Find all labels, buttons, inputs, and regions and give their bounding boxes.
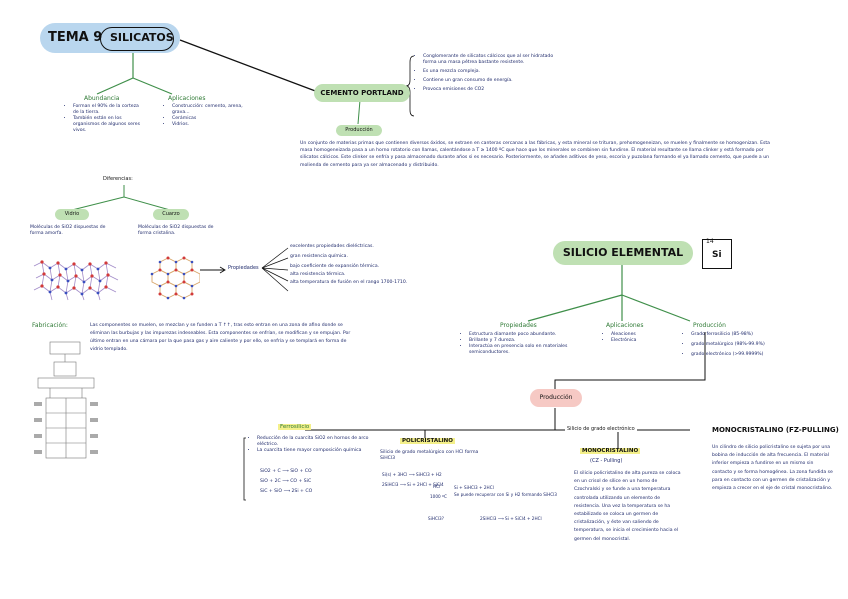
propiedades-item: bajo coeficiente de expansión térmica. <box>290 264 380 270</box>
vidrio-label: Vidrio <box>55 209 89 220</box>
poli-equation: Si + SiHCl3 + 2HCl <box>454 485 494 490</box>
ferrosilicio-label: Ferrosilicio <box>278 424 312 430</box>
ferrosilicio-equations: SiO2 + C ⟶ SiO + CO SiO + 2C ⟶ CO + SiC … <box>260 467 360 497</box>
grado-electronico-label: Silicio de grado electrónico <box>565 426 637 433</box>
cuarzo-label: Cuarzo <box>153 209 189 220</box>
policristalino-hcl: HCl <box>433 484 441 489</box>
glass-furnace-diagram <box>34 341 98 459</box>
monocristalino-cz-sub: (CZ - Pulling) <box>590 458 623 464</box>
aplicaciones-label: Aplicaciones <box>168 95 206 102</box>
poli-equation: Si(s) + 3HCl ⟶ SiHCl3 + H2 <box>382 472 442 477</box>
fabricacion-label: Fabricación: <box>32 322 68 329</box>
aplicaciones-item: Construcción: cemento, arena, grava... <box>172 104 245 116</box>
silicio-element-box <box>702 239 732 269</box>
silicio-z: 14 <box>706 238 714 245</box>
policristalino-side-eq: 2SiHCl3 ⟶ Si + SiCl4 + 2HCl <box>480 516 542 521</box>
title-silicatos-box <box>100 27 174 51</box>
silicio-propiedades-item: Interactúa en presencia solo en material… <box>469 344 587 356</box>
silicio-propiedades-item: Estructura diamante poco abundante. <box>469 332 587 338</box>
ferro-equation: SiO + 2C ⟶ CO + SiC <box>260 479 312 484</box>
propiedades-item: alta temperatura de fusión en el rango 1… <box>290 280 408 286</box>
cemento-item: Conglomerante de silicatos cálcicos que … <box>423 54 566 66</box>
silicio-propiedades-list: Estructura diamante poco abundante. Bril… <box>462 332 587 356</box>
propiedades-item: gran resistencia química. <box>290 254 348 260</box>
cemento-item: Es una mezcla compleja. <box>423 69 566 75</box>
silicio-aplicaciones-label: Aplicaciones <box>606 322 644 329</box>
cemento-produccion-text: Un conjunto de materias primas que conti… <box>300 141 770 168</box>
amorphous-structure-image <box>33 260 119 301</box>
propiedades-item: alta resistencia térmica. <box>290 272 346 278</box>
silicio-produccion-label: Producción <box>693 322 726 329</box>
policristalino-equations: Si(s) + 3HCl ⟶ SiHCl3 + H2 2SiHCl3 ⟶ Si … <box>382 470 472 490</box>
ferrosilicio-item: La cuarcita tiene mayor composición quím… <box>257 448 370 454</box>
silicio-produccion-item: grado metalúrgico (98%-99.9%) <box>691 342 794 348</box>
cemento-title: CEMENTO PORTLAND <box>314 84 410 102</box>
silicio-symbol: Si <box>712 250 722 260</box>
monocristalino-fz-label: MONOCRISTALINO (FZ-PULLING) <box>712 426 839 434</box>
monocristalino-cz-label: MONOCRISTALINO <box>580 448 641 454</box>
produccion-pill: Producción <box>530 389 582 407</box>
silicio-produccion-list: Grado ferrosilicio (85-98%) grado metalú… <box>684 332 794 358</box>
ferro-equation: SiO2 + C ⟶ SiO + CO <box>260 469 312 474</box>
poli-equation: 2SiHCl3 ⟶ Si + 2HCl + SiCl4 <box>382 482 444 487</box>
propiedades-item: excelentes propiedades dieléctricas. <box>290 244 374 249</box>
cemento-item: Contiene un gran consumo de energía. <box>423 78 566 84</box>
abundancia-label: Abundancia <box>84 95 120 102</box>
policristalino-residue: SiHCl3? <box>428 516 444 521</box>
abundancia-item: Forman el 90% de la corteza de la tierra… <box>73 104 146 116</box>
ferro-equation: SiC + SiO ⟶ 2Si + CO <box>260 489 313 494</box>
cuarzo-text: Moléculas de SiO2 dispuestas de forma cr… <box>138 225 214 237</box>
title-tema: TEMA 9 <box>48 30 103 45</box>
diferencias-label: Diferencias: <box>103 176 133 182</box>
propiedades-list: excelentes propiedades dieléctricas. gra… <box>290 244 420 286</box>
policristalino-side: Si + SiHCl3 + 2HCl Se puede recuperar co… <box>454 484 564 498</box>
silicio-produccion-item: Grado ferrosilicio (85-98%) <box>691 332 794 338</box>
silicio-propiedades-label: Propiedades <box>500 322 537 329</box>
abundancia-list: Forman el 90% de la corteza de la tierra… <box>66 104 146 134</box>
cemento-produccion-label: Producción <box>336 125 382 136</box>
monocristalino-fz-text: Un cilindro de silicio policristalino se… <box>712 445 833 492</box>
poli-note: Se puede recuperar con Si y H2 formando … <box>454 492 557 497</box>
vidrio-text: Moléculas de SiO2 dispuestas de forma am… <box>30 225 106 237</box>
monocristalino-cz-text: El silicio policristalino de alta pureza… <box>574 471 681 542</box>
ferrosilicio-item: Reducción de la cuarcita SiO2 en hornos … <box>257 436 370 448</box>
aplicaciones-item: Vidrios. <box>172 122 245 128</box>
fabricacion-text: Las componentes se muelen, se mezclan y … <box>90 323 351 352</box>
crystalline-structure-image <box>150 256 200 300</box>
silicio-aplicaciones-list: Aleaciones Electrónica <box>604 332 664 344</box>
silicio-propiedades-item: Brillante y 7 dureza. <box>469 338 587 344</box>
aplicaciones-item: Cerámicas <box>172 116 245 122</box>
title-silicatos: SILICATOS <box>110 31 174 44</box>
silicio-produccion-item: grado electrónico (>99.9999%) <box>691 352 794 358</box>
policristalino-temp: 1000 ºC <box>430 494 447 499</box>
cemento-item: Provoca emisiones de CO2 <box>423 87 566 93</box>
aplicaciones-list: Construcción: cemento, arena, grava... C… <box>165 104 245 128</box>
silicio-title: SILICIO ELEMENTAL <box>553 241 693 265</box>
cemento-list: Conglomerante de silicatos cálcicos que … <box>416 54 566 93</box>
policristalino-text: Silicio de grado metalúrgico con HCl for… <box>380 450 479 462</box>
abundancia-item: También están en los organismos de algun… <box>73 116 146 134</box>
policristalino-label: POLICRISTALINO <box>400 438 455 444</box>
silicio-aplicaciones-item: Electrónica <box>611 338 664 344</box>
ferrosilicio-list: Reducción de la cuarcita SiO2 en hornos … <box>250 436 370 454</box>
silicio-aplicaciones-item: Aleaciones <box>611 332 664 338</box>
propiedades-label: Propiedades <box>228 265 259 271</box>
